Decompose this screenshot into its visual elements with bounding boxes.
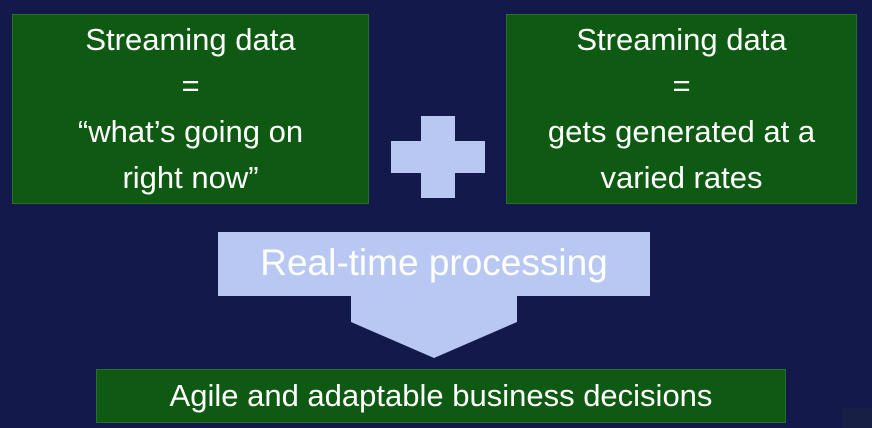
plus-icon-shape <box>391 116 485 198</box>
business-decisions-label: Agile and adaptable business decisions <box>169 378 713 413</box>
box-line: = <box>672 68 691 103</box>
business-decisions-box: Agile and adaptable business decisions <box>96 369 786 423</box>
box-line: gets generated at a <box>547 114 816 149</box>
box-line: = <box>181 68 200 103</box>
streaming-now-box: Streaming data = “what’s going on right … <box>12 14 369 204</box>
corner-overlay <box>842 408 872 428</box>
processing-arrow-shape <box>218 232 650 358</box>
box-line: right now” <box>122 160 259 195</box>
box-line: “what’s going on <box>77 114 304 149</box>
processing-label: Real-time processing <box>260 242 608 283</box>
plus-icon <box>391 116 485 198</box>
streaming-rates-box: Streaming data = gets generated at a var… <box>506 14 857 204</box>
box-line: Streaming data <box>576 22 787 57</box>
box-line: Streaming data <box>85 22 296 57</box>
box-line: varied rates <box>600 160 763 195</box>
